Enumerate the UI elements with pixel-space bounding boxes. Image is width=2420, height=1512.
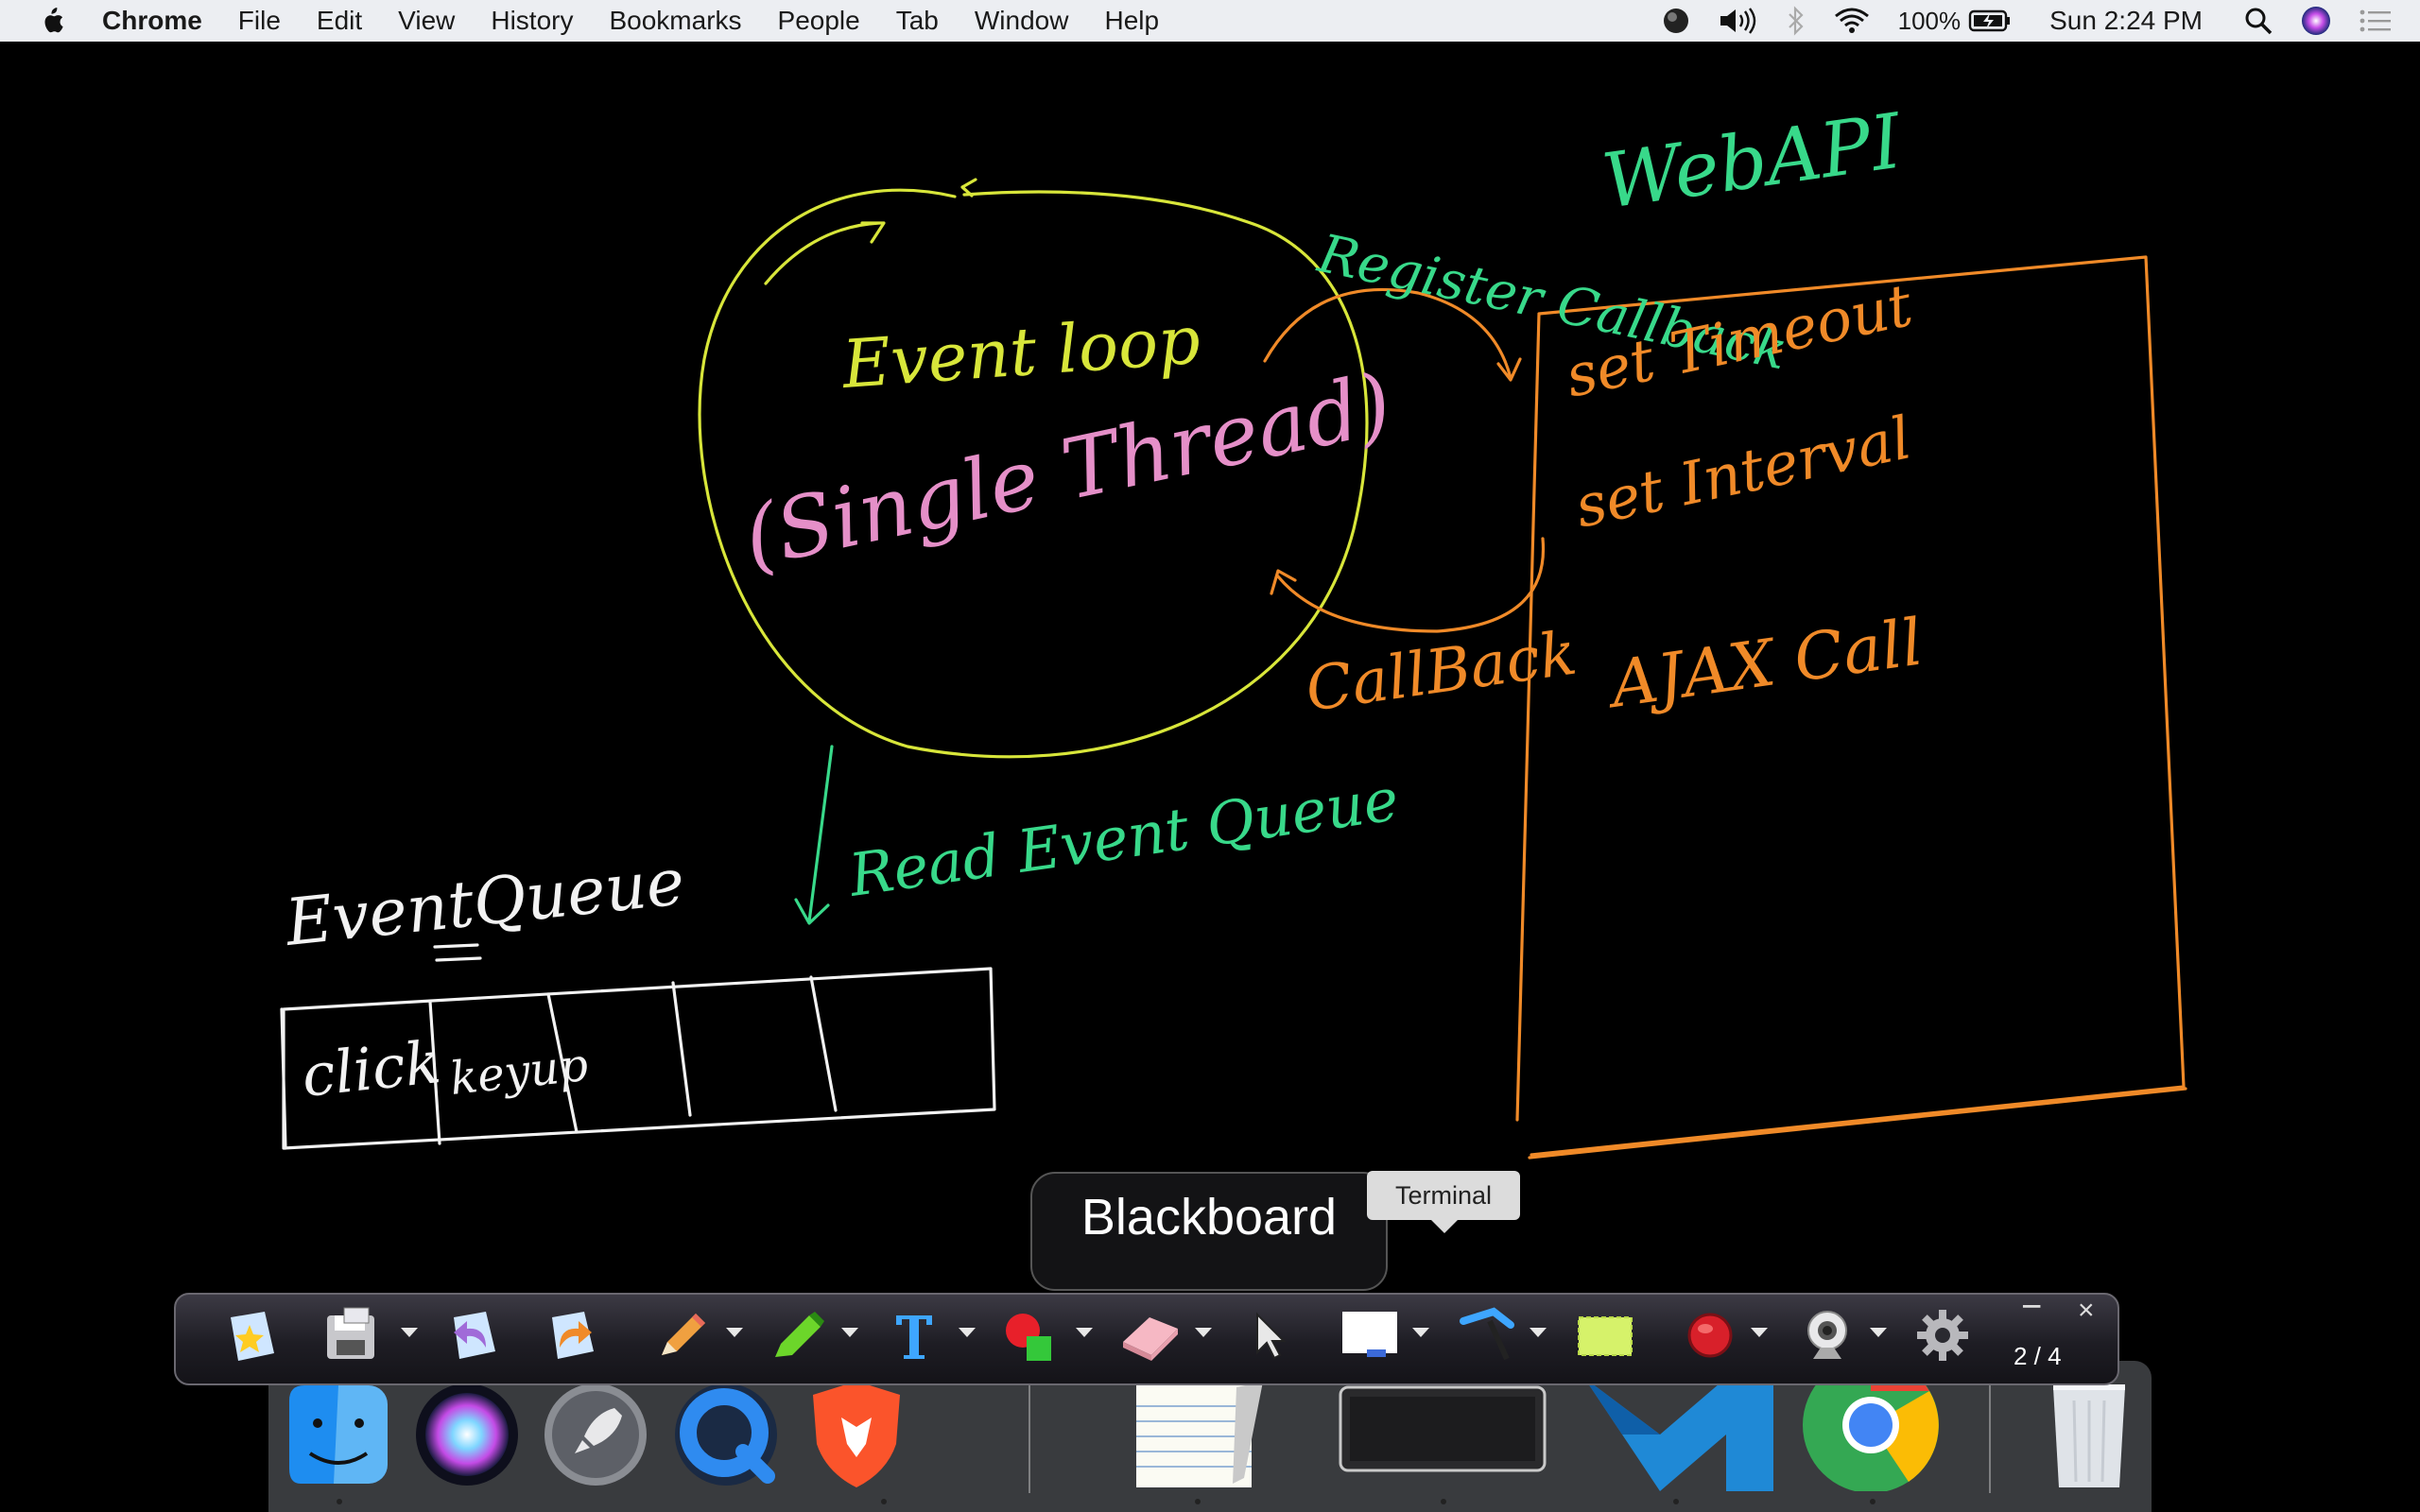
callback-arrow	[1270, 537, 1546, 633]
tooltip-label: Terminal	[1394, 1180, 1493, 1210]
menu-bar: Chrome File Edit View History Bookmarks …	[0, 0, 2420, 42]
hud-label: Blackboard	[1080, 1189, 1338, 1246]
undo-icon[interactable]	[441, 1300, 510, 1370]
menu-help[interactable]: Help	[1104, 6, 1160, 35]
dock-quicktime[interactable]	[669, 1378, 783, 1491]
menu-extras: 100% Sun 2:24 PM	[1662, 0, 2420, 42]
record-dropdown-caret[interactable]	[1751, 1328, 1768, 1337]
shapes-icon[interactable]	[994, 1300, 1064, 1370]
battery-icon[interactable]	[1968, 9, 2012, 33]
loop-arrow-top	[960, 178, 977, 198]
line-dropdown-caret[interactable]	[1530, 1328, 1547, 1337]
line-tool-icon[interactable]	[1452, 1300, 1522, 1370]
new-page-icon[interactable]	[217, 1300, 287, 1370]
dock-terminal[interactable]	[1339, 1385, 1547, 1499]
register-arrow	[1263, 287, 1522, 382]
blackboard-mode-hud: Blackboard	[1030, 1172, 1388, 1291]
textedit-running-dot	[1195, 1499, 1201, 1504]
wifi-icon[interactable]	[1834, 7, 1870, 35]
siri-icon[interactable]	[2301, 6, 2331, 36]
dock-trash[interactable]	[2032, 1378, 2146, 1491]
webapi-box	[1515, 255, 2186, 1157]
menu-edit[interactable]: Edit	[316, 6, 363, 35]
dock-textedit[interactable]	[1132, 1378, 1284, 1491]
menu-tab[interactable]: Tab	[895, 6, 939, 35]
menu-file[interactable]: File	[237, 6, 281, 35]
sticky-note-icon[interactable]	[1569, 1300, 1639, 1370]
bluetooth-icon[interactable]	[1787, 6, 1806, 36]
menu-window[interactable]: Window	[974, 6, 1069, 35]
queue-cell-click: click	[299, 1027, 444, 1110]
battery-percent: 100%	[1897, 6, 1962, 35]
settings-gear-icon[interactable]	[1908, 1300, 1978, 1370]
redo-icon[interactable]	[537, 1300, 607, 1370]
event-queue-underline	[433, 943, 482, 962]
eraser-icon[interactable]	[1115, 1300, 1185, 1370]
text-dropdown-caret[interactable]	[959, 1328, 976, 1337]
shapes-dropdown-caret[interactable]	[1076, 1328, 1093, 1337]
tooltip-tail	[1431, 1220, 1458, 1233]
terminal-tooltip: Terminal	[1367, 1171, 1520, 1233]
background-color-icon[interactable]	[1335, 1300, 1405, 1370]
record-icon[interactable]	[1675, 1300, 1745, 1370]
menu-clock[interactable]: Sun 2:24 PM	[2049, 6, 2203, 35]
save-dropdown-caret[interactable]	[401, 1328, 418, 1337]
ajax-call-label: AJAX Call	[1600, 605, 1927, 723]
dock-brave[interactable]	[800, 1378, 913, 1491]
webapi-box-bottom	[1528, 1087, 2187, 1160]
dock-vscode[interactable]	[1584, 1378, 1773, 1491]
dock-separator	[1028, 1382, 1030, 1493]
read-queue-arrow	[794, 745, 834, 925]
toolbar-close-button[interactable]: ×	[2078, 1295, 2095, 1326]
notification-center-icon[interactable]	[2360, 9, 2392, 33]
menu-bookmarks[interactable]: Bookmarks	[609, 6, 742, 35]
blackboard-canvas[interactable]: Event loop (Single Thread) Register Call…	[0, 42, 2420, 1512]
menu-view[interactable]: View	[398, 6, 456, 35]
text-tool-icon[interactable]	[879, 1300, 949, 1370]
event-loop-circle	[698, 188, 1369, 759]
apple-menu-icon[interactable]	[38, 5, 66, 37]
pen-dropdown-caret[interactable]	[726, 1328, 743, 1337]
read-event-queue-label: Read Event Queue	[844, 765, 1403, 910]
spotlight-icon[interactable]	[2244, 7, 2273, 35]
queue-dividers	[428, 975, 838, 1145]
webcam-dropdown-caret[interactable]	[1870, 1328, 1887, 1337]
page-indicator: 2 / 4	[2014, 1342, 2062, 1370]
background-dropdown-caret[interactable]	[1412, 1328, 1429, 1337]
dock-launchpad[interactable]	[539, 1378, 652, 1491]
dock-finder[interactable]	[282, 1378, 395, 1491]
volume-icon[interactable]	[1719, 7, 1758, 35]
event-loop-label: Event loop	[838, 301, 1202, 404]
dock-chrome[interactable]	[1800, 1357, 1942, 1493]
vscode-running-dot	[1673, 1499, 1679, 1504]
callback-label: CallBack	[1302, 619, 1581, 726]
webcam-icon[interactable]	[1792, 1300, 1862, 1370]
event-queue-label: EventQueue	[281, 845, 688, 961]
brave-running-dot	[881, 1499, 887, 1504]
highlighter-dropdown-caret[interactable]	[841, 1328, 858, 1337]
single-thread-label: (Single Thread)	[735, 354, 1400, 587]
menu-people[interactable]: People	[777, 6, 860, 35]
pointer-icon[interactable]	[1233, 1300, 1303, 1370]
event-queue-table	[280, 967, 996, 1150]
pen-icon[interactable]	[647, 1300, 717, 1370]
dock-siri[interactable]	[410, 1378, 524, 1491]
loop-arrow-left	[764, 221, 886, 285]
save-icon[interactable]	[316, 1300, 386, 1370]
menu-history[interactable]: History	[491, 6, 574, 35]
menu-app-name[interactable]: Chrome	[102, 6, 202, 35]
highlighter-icon[interactable]	[762, 1300, 832, 1370]
set-interval-label: set Interval	[1569, 403, 1917, 541]
webapi-label: WebAPI	[1598, 96, 1909, 225]
chrome-running-dot	[1870, 1499, 1876, 1504]
toolbar-minimize-button[interactable]: −	[2021, 1287, 2043, 1327]
screen-recorder-icon[interactable]	[1662, 7, 1690, 35]
finder-running-dot	[337, 1499, 342, 1504]
terminal-running-dot	[1441, 1499, 1446, 1504]
dock-separator-trash	[1989, 1382, 1991, 1493]
eraser-dropdown-caret[interactable]	[1195, 1328, 1212, 1337]
